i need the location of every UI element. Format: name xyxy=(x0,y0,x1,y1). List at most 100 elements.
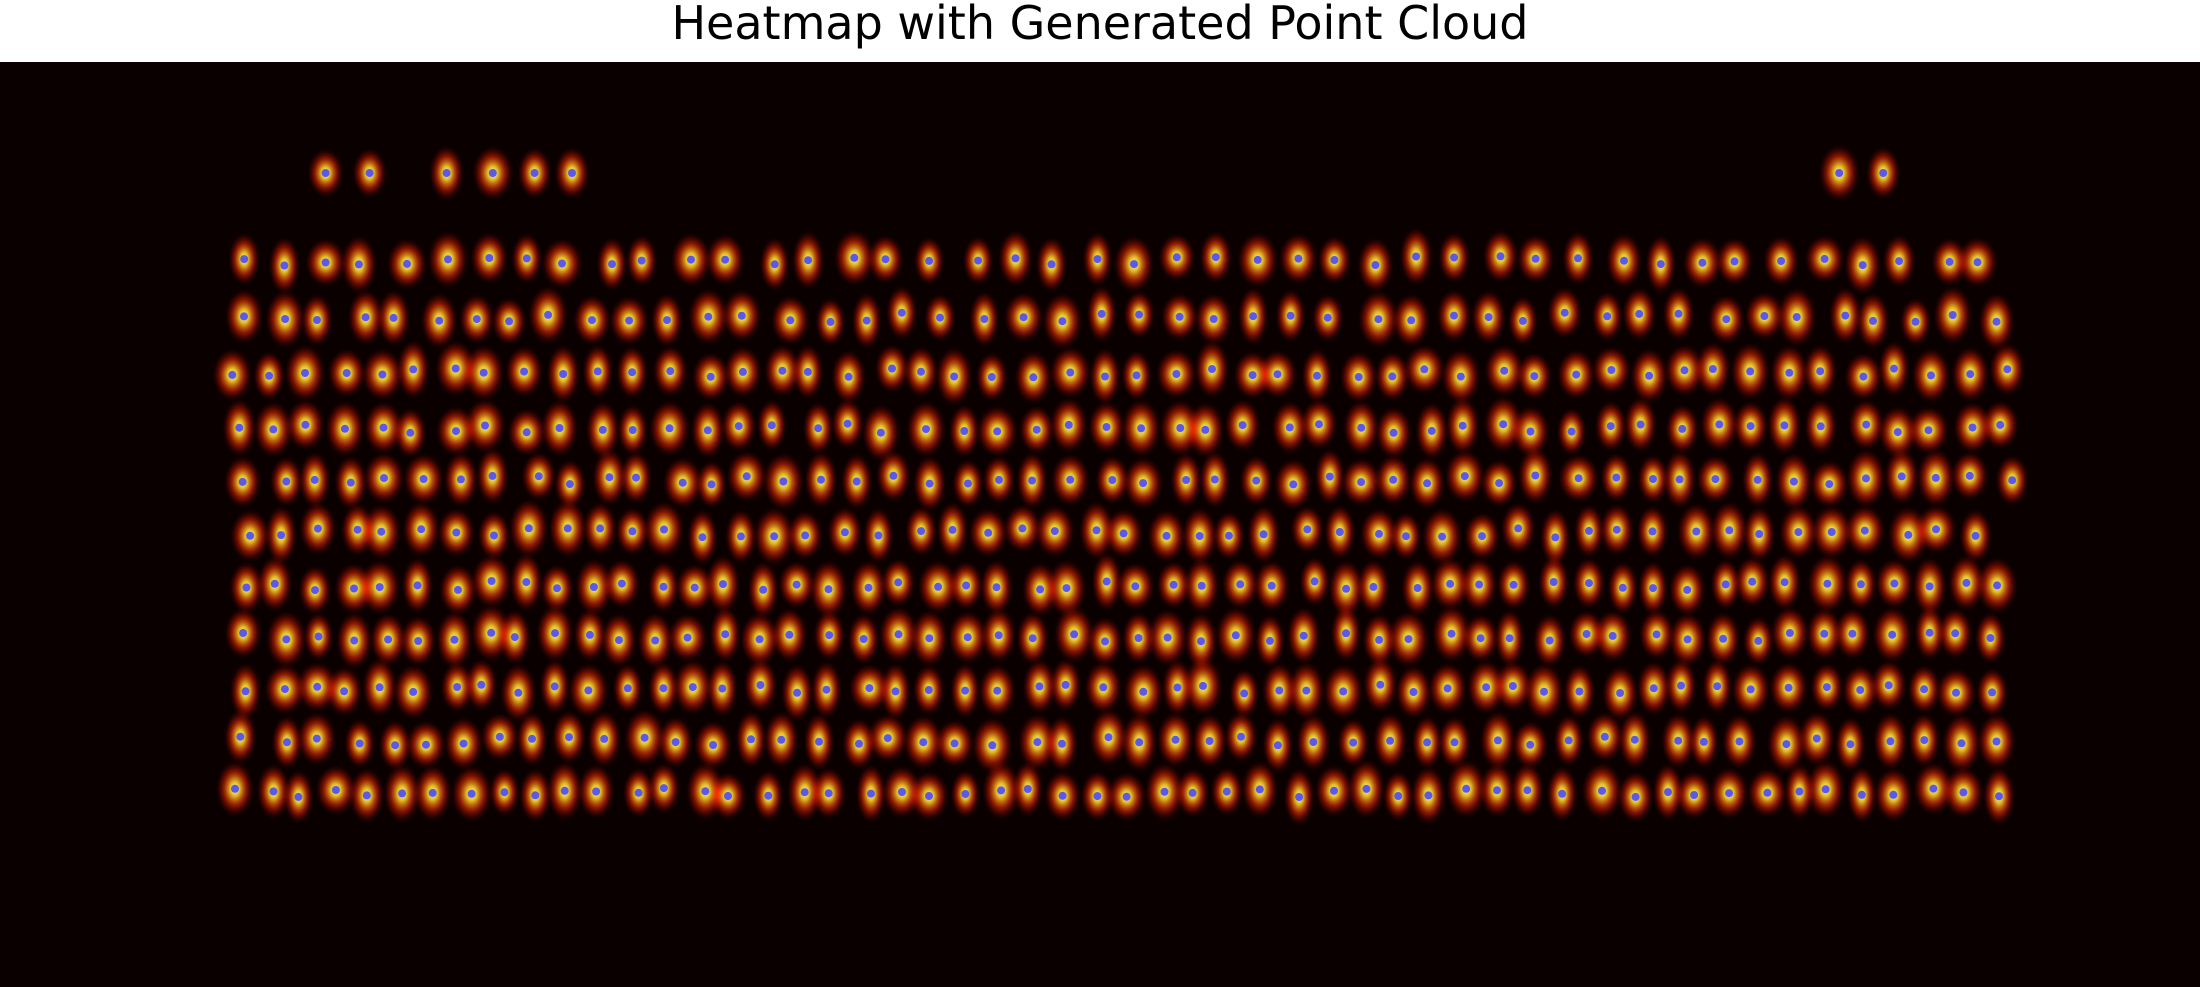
point-cloud-dot xyxy=(1070,630,1079,639)
point-cloud-dot xyxy=(988,741,997,750)
point-cloud-dot xyxy=(1224,531,1233,540)
point-cloud-dot xyxy=(1794,528,1803,537)
point-cloud-dot xyxy=(524,524,533,533)
point-cloud-dot xyxy=(1530,372,1539,381)
point-cloud-dot xyxy=(1303,525,1312,534)
point-cloud-dot xyxy=(428,788,437,797)
point-cloud-dot xyxy=(747,735,755,744)
point-cloud-dot xyxy=(721,630,730,639)
point-cloud-dot xyxy=(663,316,671,325)
point-cloud-dot xyxy=(1862,474,1870,483)
point-cloud-dot xyxy=(417,525,426,534)
point-cloud-dot xyxy=(1508,682,1517,690)
point-cloud-dot xyxy=(2003,365,2012,374)
point-cloud-dot xyxy=(1171,735,1180,744)
point-cloud-dot xyxy=(850,253,859,262)
point-cloud-dot xyxy=(1526,427,1535,436)
point-cloud-dot xyxy=(1677,681,1685,690)
point-cloud-dot xyxy=(1285,423,1294,432)
point-cloud-dot xyxy=(1423,479,1432,488)
point-cloud-dot xyxy=(1259,530,1268,539)
point-cloud-dot xyxy=(925,792,933,800)
point-cloud-dot xyxy=(1208,365,1216,373)
point-cloud-dot xyxy=(1236,580,1245,589)
point-cloud-dot xyxy=(1222,787,1231,796)
point-cloud-dot xyxy=(398,789,407,798)
point-cloud-dot xyxy=(389,313,398,322)
point-cloud-dot xyxy=(354,260,363,269)
heatmap-canvas xyxy=(0,62,2200,987)
point-cloud-dot xyxy=(778,366,787,375)
point-cloud-dot xyxy=(1713,682,1722,691)
point-cloud-dot xyxy=(1066,475,1075,484)
point-cloud-dot xyxy=(1927,371,1935,380)
point-cloud-dot xyxy=(1066,368,1075,377)
point-cloud-dot xyxy=(1929,784,1938,793)
point-cloud-dot xyxy=(1664,788,1672,797)
point-cloud-dot xyxy=(1763,788,1772,797)
point-cloud-dot xyxy=(1968,423,1977,432)
point-cloud-dot xyxy=(1755,530,1764,538)
point-cloud-dot xyxy=(1019,313,1028,322)
point-cloud-dot xyxy=(1585,526,1593,535)
point-cloud-dot xyxy=(1409,688,1418,696)
point-cloud-dot xyxy=(378,370,387,379)
point-cloud-dot xyxy=(1407,316,1416,325)
point-cloud-dot xyxy=(1172,370,1181,378)
point-cloud-dot xyxy=(1131,582,1140,591)
point-cloud-dot xyxy=(495,732,504,741)
point-cloud-dot xyxy=(1427,426,1436,435)
point-cloud-dot xyxy=(1424,791,1433,800)
point-cloud-dot xyxy=(1846,740,1855,749)
point-cloud-dot xyxy=(1357,478,1366,487)
point-cloud-dot xyxy=(1721,580,1730,589)
point-cloud-dot xyxy=(1722,315,1731,324)
point-cloud-dot xyxy=(1780,421,1789,430)
point-cloud-dot xyxy=(786,316,795,325)
point-cloud-dot xyxy=(1835,169,1844,177)
point-cloud-dot xyxy=(1496,252,1505,261)
point-cloud-dot xyxy=(934,582,943,591)
point-cloud-dot xyxy=(1101,637,1109,646)
point-cloud-dot xyxy=(1500,366,1509,375)
point-cloud-dot xyxy=(1856,686,1865,694)
point-cloud-dot xyxy=(488,169,497,177)
point-cloud-dot xyxy=(1656,260,1665,269)
point-cloud-dot xyxy=(1715,420,1724,429)
point-cloud-dot xyxy=(340,687,349,696)
point-cloud-dot xyxy=(413,581,422,590)
point-cloud-dot xyxy=(1197,581,1206,590)
point-cloud-dot xyxy=(391,741,400,750)
point-cloud-dot xyxy=(1746,685,1755,694)
point-cloud-dot xyxy=(640,733,649,742)
point-cloud-dot xyxy=(888,364,896,373)
point-cloud-dot xyxy=(634,788,643,797)
point-cloud-dot xyxy=(1413,584,1422,592)
point-cloud-dot xyxy=(346,478,355,487)
point-cloud-dot xyxy=(1889,790,1898,799)
point-cloud-dot xyxy=(558,259,566,268)
point-cloud-dot xyxy=(269,425,278,434)
point-cloud-dot xyxy=(1176,424,1185,432)
point-cloud-dot xyxy=(1648,527,1657,536)
point-cloud-dot xyxy=(442,169,451,177)
point-cloud-dot xyxy=(377,527,386,536)
point-cloud-dot xyxy=(1649,684,1658,693)
point-cloud-dot xyxy=(1698,258,1707,267)
point-cloud-dot xyxy=(2008,476,2017,485)
point-cloud-dot xyxy=(282,635,291,644)
point-cloud-dot xyxy=(770,260,779,269)
point-cloud-dot xyxy=(1371,261,1380,269)
point-cloud-dot xyxy=(1108,476,1117,484)
point-cloud-dot xyxy=(767,421,776,430)
point-cloud-dot xyxy=(353,525,362,534)
point-cloud-dot xyxy=(280,685,289,694)
point-cloud-dot xyxy=(1460,472,1469,481)
point-cloud-dot xyxy=(1509,580,1518,589)
point-cloud-dot xyxy=(592,787,601,796)
point-cloud-dot xyxy=(1028,634,1037,643)
point-cloud-dot xyxy=(238,477,247,486)
point-cloud-dot xyxy=(718,684,727,693)
point-cloud-dot xyxy=(1784,683,1793,692)
point-cloud-dot xyxy=(1134,634,1143,642)
